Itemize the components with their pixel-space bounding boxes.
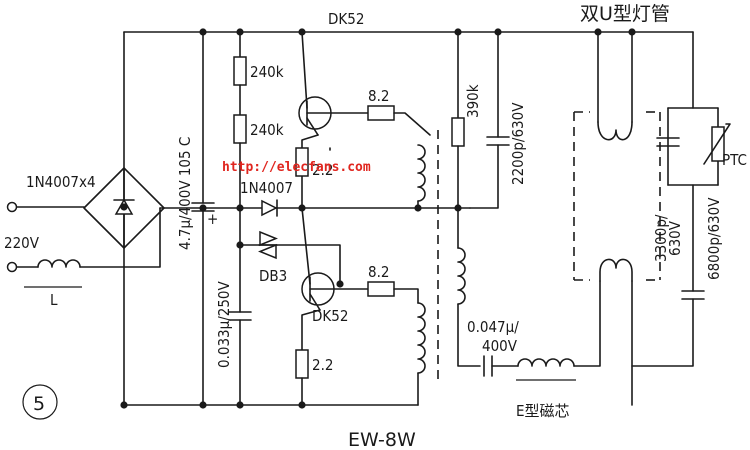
label-c-filter: 4.7μ/400V 105 C — [176, 137, 194, 250]
label-plus: + — [207, 210, 218, 228]
label-diode: 1N4007 — [240, 179, 293, 197]
ac-input — [6, 201, 161, 288]
start-network — [631, 31, 731, 367]
label-core: E型磁芯 — [516, 402, 570, 420]
feedback-network — [451, 31, 510, 367]
label-lamp: 双U型灯管 — [580, 3, 670, 25]
label-r2: 240k — [250, 121, 284, 139]
double-u-lamp — [573, 31, 661, 406]
terminal-bottom — [6, 261, 18, 273]
label-r-emit-bot: 2.2 — [312, 356, 333, 374]
label-r-390k: 390k — [464, 84, 482, 118]
label-c-047-b: 400V — [482, 337, 518, 355]
filter-capacitor — [191, 31, 215, 406]
label-c-3300-a: 3300p/ — [652, 214, 670, 262]
watermark-url: http://elecfans.com — [222, 160, 371, 175]
label-c-2200: 2200p/630V — [509, 102, 527, 185]
label-ptc: PTC — [722, 151, 747, 169]
label-model: EW-8W — [348, 429, 416, 450]
diode-1n4007 — [261, 199, 278, 217]
label-c-6800: 6800p/630V — [705, 197, 723, 280]
label-bridge: 1N4007x4 — [26, 173, 96, 191]
bias-resistors — [233, 31, 247, 209]
junctions — [120, 28, 636, 409]
label-r-emit-top: 2.2 — [312, 161, 333, 179]
ballast-network — [483, 280, 601, 381]
label-figure-number: 5 — [33, 393, 45, 415]
diac-db3 — [239, 230, 341, 285]
timing-capacitor — [228, 207, 252, 406]
top-transistor — [295, 31, 431, 209]
bottom-transistor — [295, 207, 426, 406]
label-r-base-bot: 8.2 — [368, 263, 389, 281]
label-inductor-l: L — [50, 291, 58, 309]
label-c-3300-b: 630V — [666, 220, 684, 256]
label-ac-input: 220V — [4, 234, 40, 252]
label-top-transistor: DK52 — [328, 10, 364, 28]
label-diac: DB3 — [259, 267, 287, 285]
label-r-base-top: 8.2 — [368, 87, 389, 105]
label-r1: 240k — [250, 63, 284, 81]
label-c-047-a: 0.047μ/ — [467, 318, 519, 336]
label-c-033: 0.033μ/250V — [215, 280, 233, 368]
terminal-top — [6, 201, 18, 213]
label-bottom-transistor: DK52 — [312, 307, 348, 325]
figure-number-badge: 5 — [22, 384, 58, 420]
